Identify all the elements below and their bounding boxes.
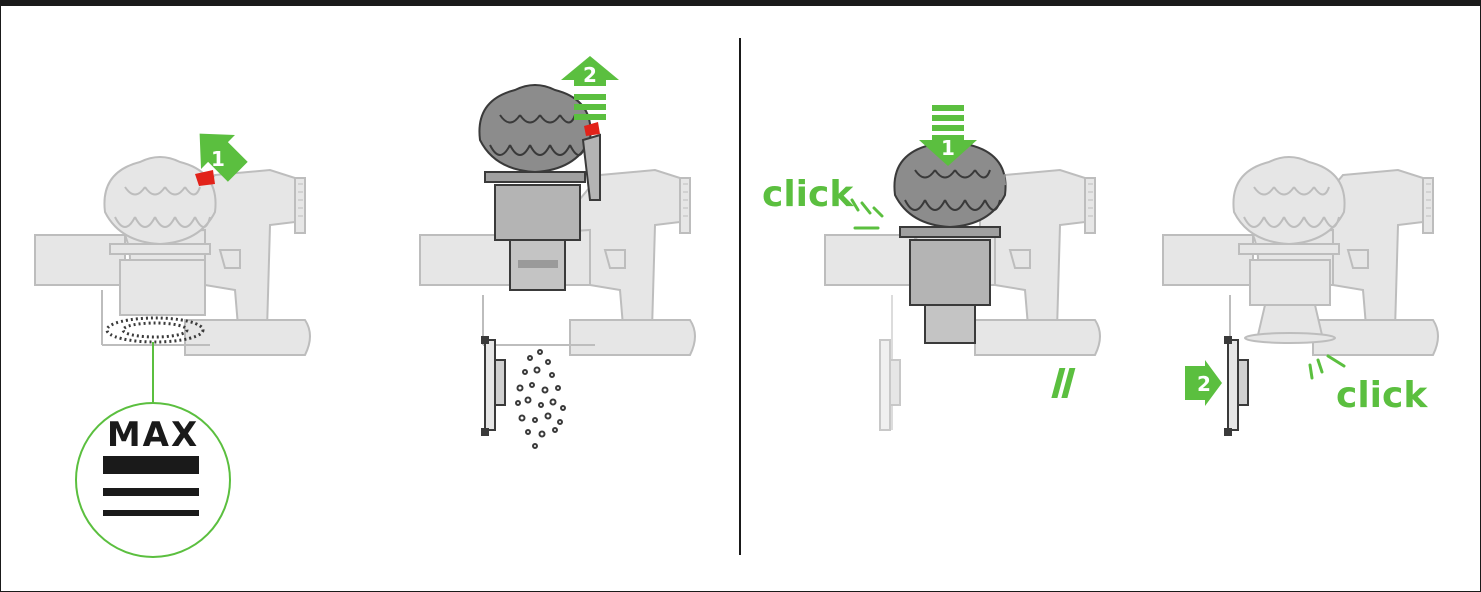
step-2-number-panel4: 2 [1197,372,1211,396]
falling-debris [516,350,565,448]
step-2-number: 2 [583,63,597,87]
panel-1-vacuum [35,157,310,355]
step-1-number-panel3: 1 [941,136,955,160]
click-label-panel4: click [1336,375,1428,416]
panel-4-bin [1245,260,1335,343]
panel-2-bin-door [481,336,505,436]
step-1-number: 1 [211,147,225,171]
max-level-callout: MAX [76,403,230,557]
panel-4-bin-door [1224,336,1248,436]
step-2-push-arrow: 2 [1051,360,1222,406]
click-lines-panel3 [852,200,882,228]
click-label-panel3: click [762,174,854,215]
panel-3-bin-door-open [880,340,900,430]
panel-3-bin-reinserted [894,140,1006,343]
max-label: MAX [107,415,199,455]
